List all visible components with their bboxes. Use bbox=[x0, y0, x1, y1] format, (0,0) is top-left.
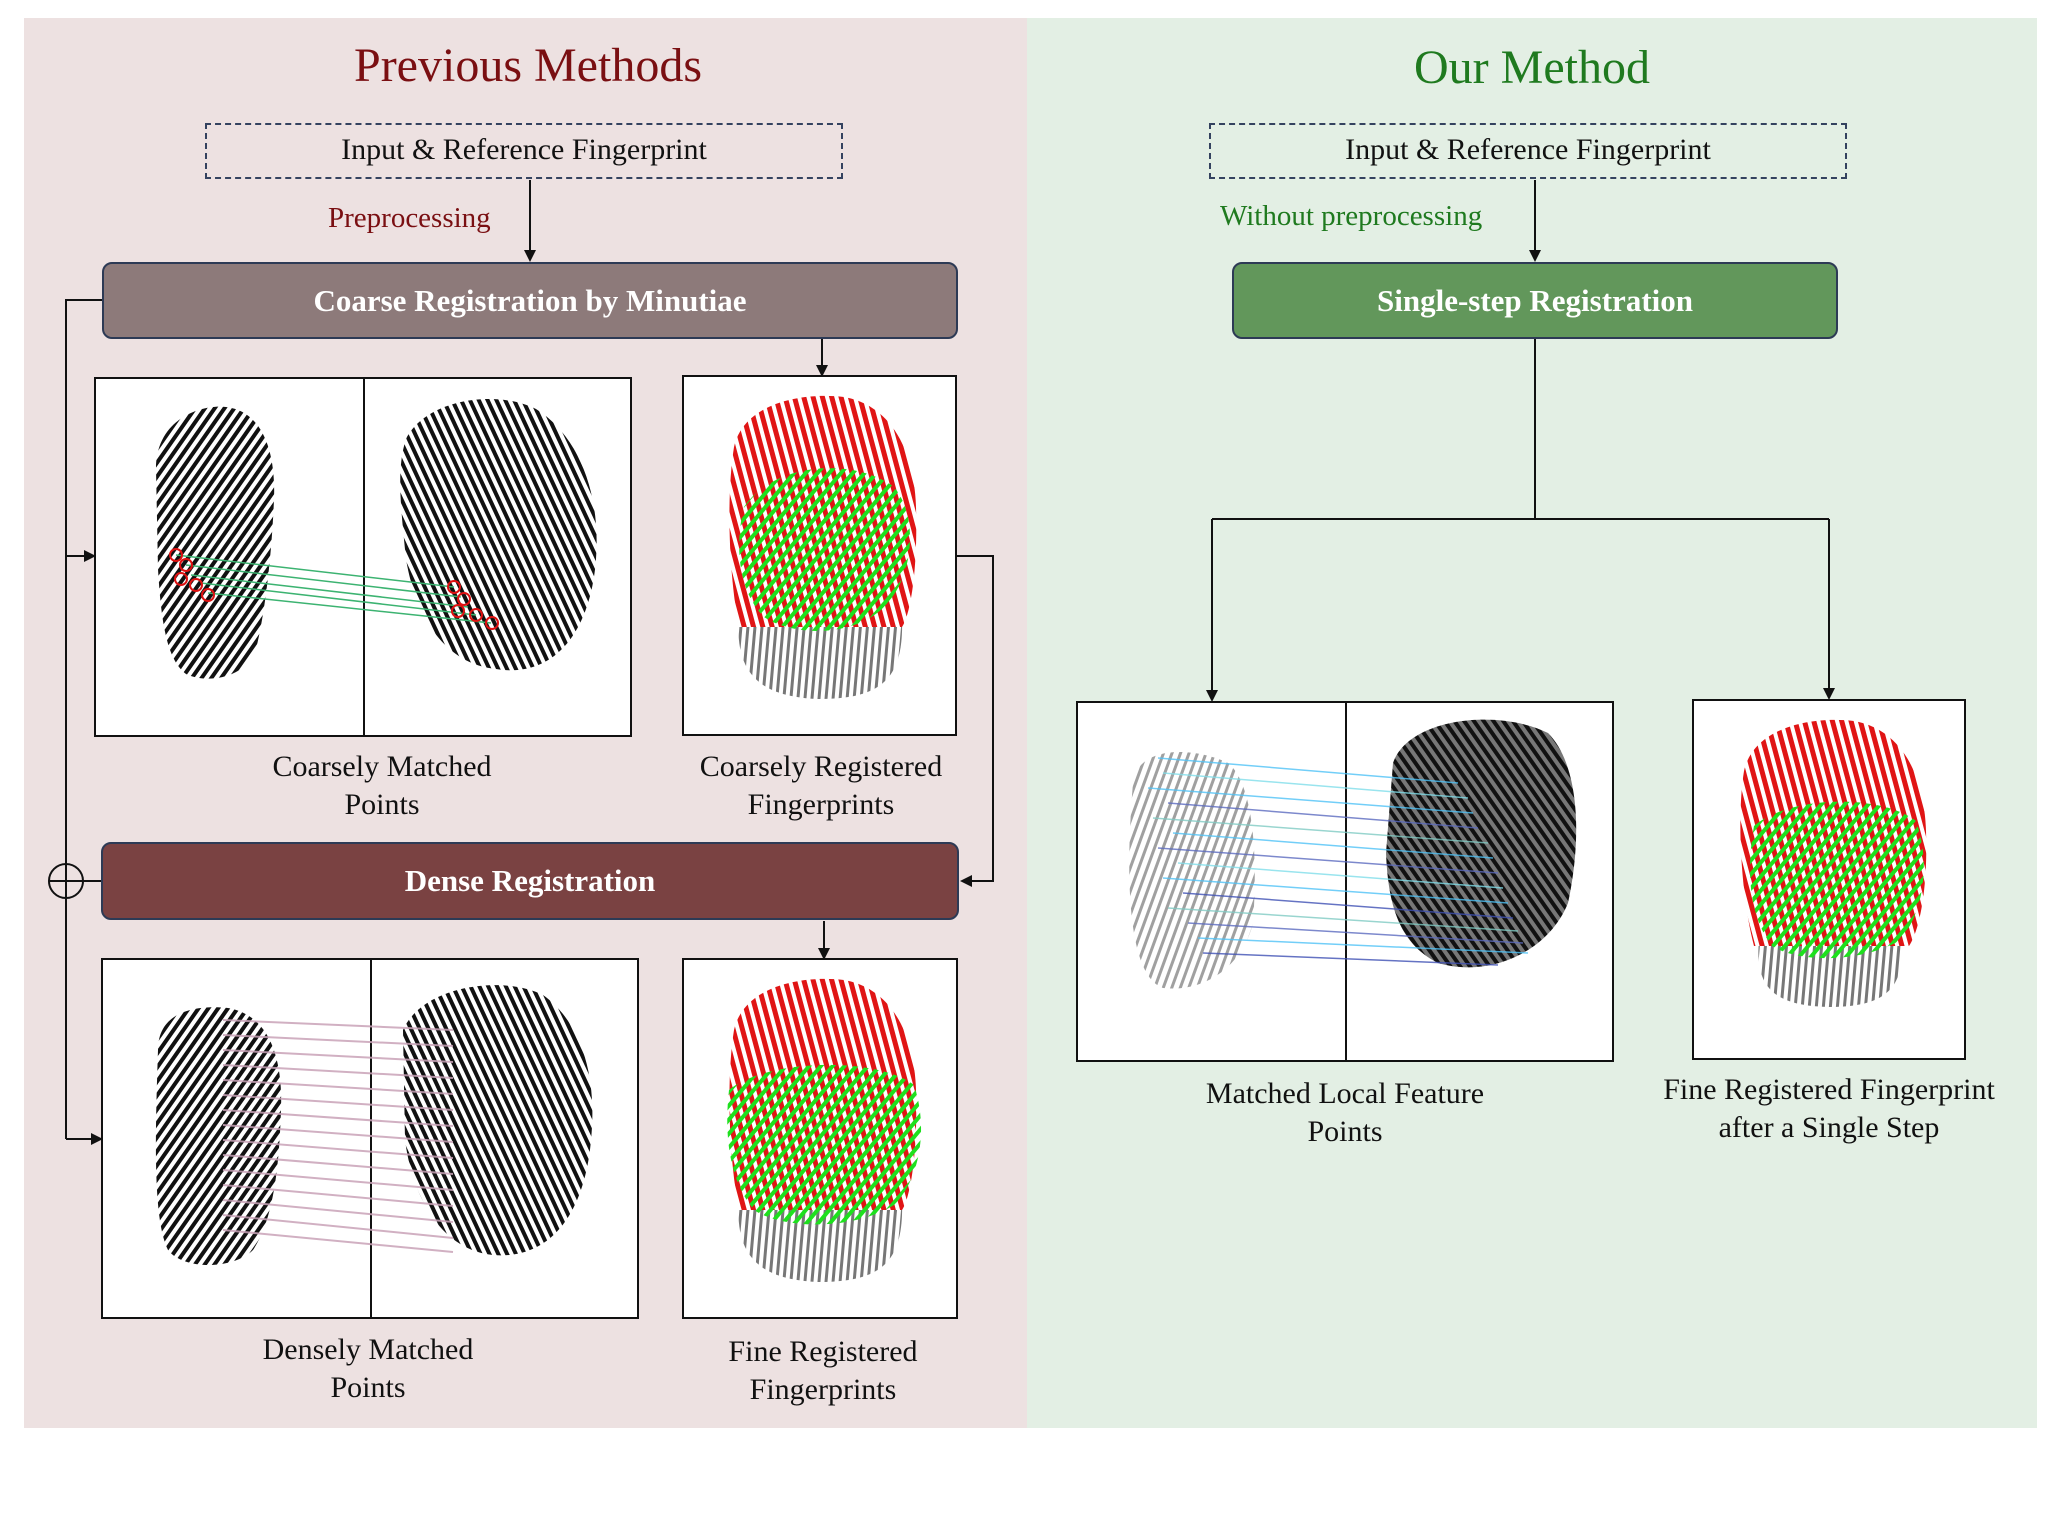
fine-registered-caption-line2: Fingerprints bbox=[749, 1373, 897, 1406]
dense-matched-points-image bbox=[101, 958, 639, 1319]
fine-registered-single-step-image bbox=[1692, 699, 1966, 1060]
input-reference-box-right: Input & Reference Fingerprint bbox=[1209, 123, 1847, 179]
dense-matched-caption-line2: Points bbox=[330, 1371, 406, 1404]
dense-registration-box: Dense Registration bbox=[101, 842, 959, 920]
fine-registered-single-step-illustration bbox=[1740, 719, 1927, 1007]
our-method-title: Our Method bbox=[1414, 41, 1650, 94]
fine-single-step-caption-line2: after a Single Step bbox=[1718, 1111, 1940, 1144]
coarse-matched-caption-line1: Coarsely Matched bbox=[272, 750, 492, 783]
dense-matched-caption: Densely Matched Points bbox=[168, 1331, 568, 1407]
coarse-matched-caption-line2: Points bbox=[344, 788, 420, 821]
arrow-registered-to-dense bbox=[957, 555, 994, 887]
without-preprocessing-note: Without preprocessing bbox=[1220, 200, 1483, 232]
matched-local-feature-caption-line1: Matched Local Feature bbox=[1205, 1077, 1485, 1110]
coarse-registered-caption-line1: Coarsely Registered bbox=[699, 750, 943, 783]
dense-matched-illustration bbox=[155, 960, 593, 1317]
input-reference-box-left: Input & Reference Fingerprint bbox=[205, 123, 843, 179]
fine-registered-fingerprints-image bbox=[682, 958, 958, 1319]
previous-methods-title: Previous Methods bbox=[354, 39, 702, 92]
matched-local-feature-points-image bbox=[1076, 701, 1614, 1062]
coarse-registered-fingerprints-image bbox=[682, 375, 957, 736]
coarse-matched-illustration bbox=[156, 379, 597, 735]
fine-registered-caption-line1: Fine Registered bbox=[728, 1335, 918, 1368]
fine-registered-caption: Fine Registered Fingerprints bbox=[640, 1333, 1006, 1409]
coarse-registered-illustration bbox=[729, 395, 917, 699]
dense-matched-caption-line1: Densely Matched bbox=[262, 1333, 474, 1366]
coarse-registration-box: Coarse Registration by Minutiae bbox=[102, 262, 958, 339]
preprocessing-note: Preprocessing bbox=[328, 202, 491, 234]
coarse-registered-caption-line2: Fingerprints bbox=[747, 788, 895, 821]
fine-registered-illustration bbox=[727, 978, 922, 1282]
matched-local-feature-caption: Matched Local Feature Points bbox=[1145, 1075, 1545, 1151]
loop-line-left bbox=[65, 299, 103, 1139]
fine-single-step-caption-line1: Fine Registered Fingerprint bbox=[1663, 1073, 1995, 1106]
coarse-matched-caption: Coarsely Matched Points bbox=[182, 748, 582, 824]
coarse-matched-points-image bbox=[94, 377, 632, 737]
coarse-registered-caption: Coarsely Registered Fingerprints bbox=[638, 748, 1004, 824]
matched-local-feature-caption-line2: Points bbox=[1307, 1115, 1383, 1148]
matched-local-feature-illustration bbox=[1129, 703, 1577, 1060]
fine-single-step-caption: Fine Registered Fingerprint after a Sing… bbox=[1619, 1071, 2039, 1147]
single-step-registration-box: Single-step Registration bbox=[1232, 262, 1838, 339]
